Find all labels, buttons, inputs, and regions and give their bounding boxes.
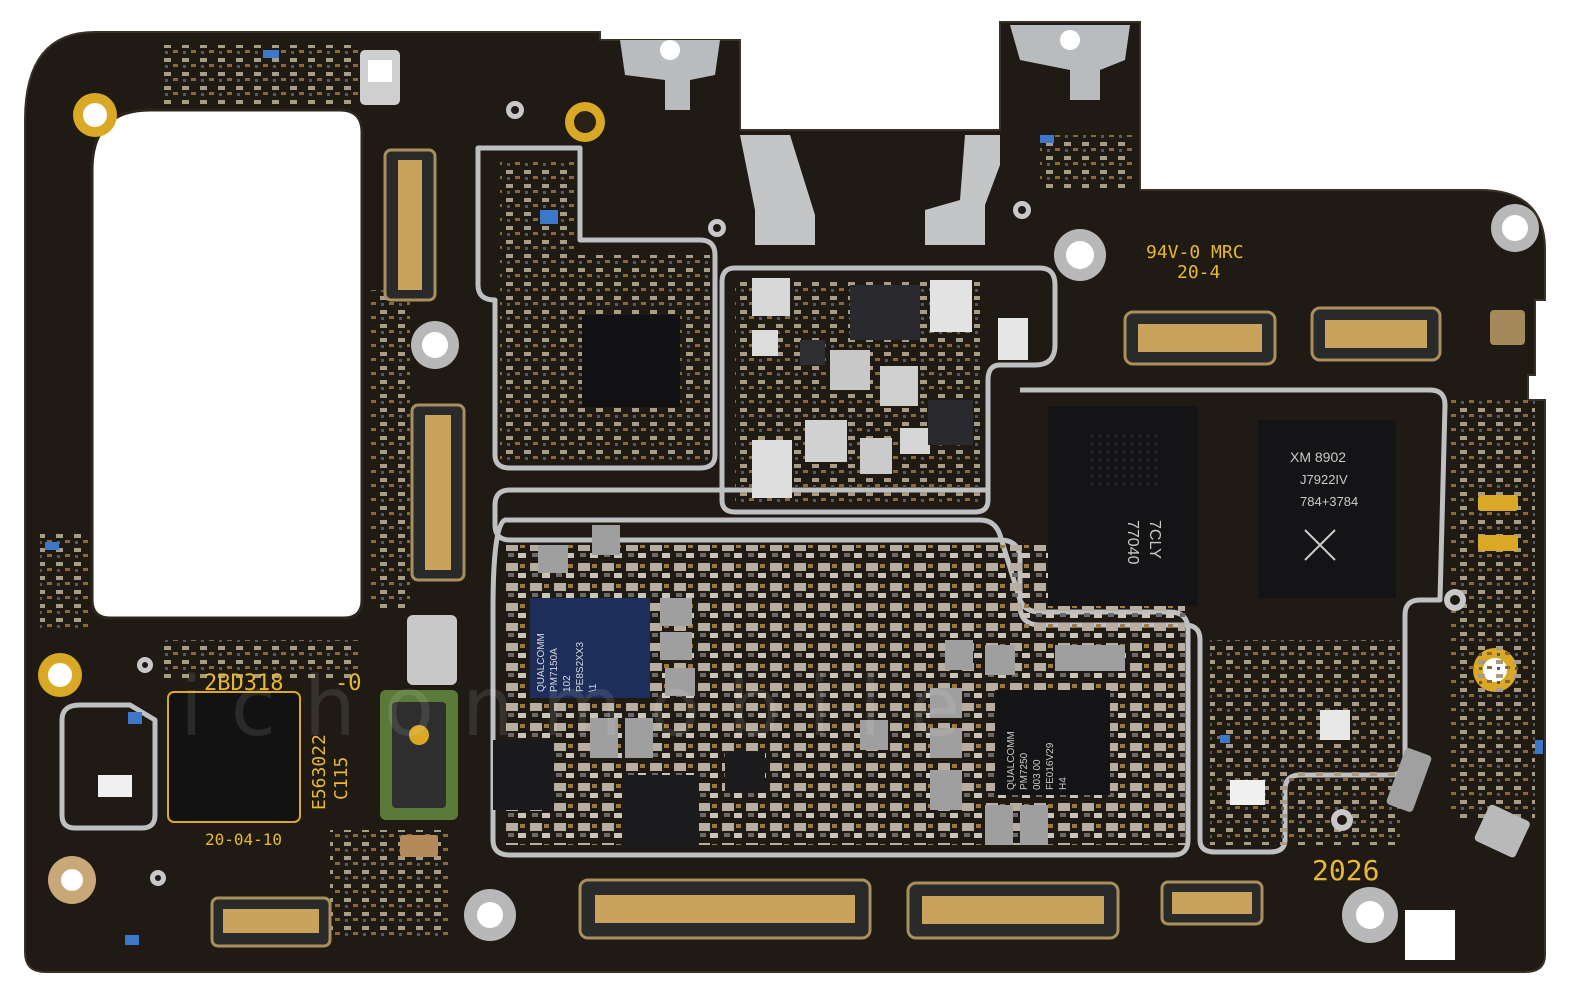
- pmic-a-line1: QUALCOMM: [536, 633, 547, 692]
- pmic-b-line4: FE016V29: [1045, 742, 1056, 790]
- indicator-pad-c: [98, 775, 132, 797]
- silk-rating: 94V-0 MRC: [1146, 242, 1244, 263]
- silk-board-id: 2BD318: [204, 671, 283, 696]
- pmic-b-line5: H4: [1058, 777, 1069, 790]
- pmic-a-line3: 102: [562, 675, 573, 692]
- pmic-b-line1: QUALCOMM: [1006, 731, 1017, 790]
- silk-date: 20-04-10: [205, 830, 282, 849]
- blue-components: [45, 50, 1543, 945]
- pmic-a-line5: \1: [588, 683, 599, 692]
- pmic-a-line2: PM7150A: [549, 648, 560, 692]
- pmic-b-line3: 003 00: [1032, 759, 1043, 790]
- rf-modules: [752, 278, 1028, 498]
- silk-code-b: C115: [331, 757, 352, 800]
- memory-chip-label: 7CLY 77040: [1124, 520, 1163, 565]
- rf-chip-label: XM 8902 J7922IV 784+3784: [1290, 449, 1358, 561]
- board-connectors: [210, 148, 1442, 948]
- pmic-a-line4: PE8S2XX3: [575, 642, 586, 692]
- rf-line2: J7922IV: [1300, 472, 1348, 487]
- silk-number: 2026: [1312, 854, 1379, 887]
- silk-code-a: E563022: [309, 734, 330, 810]
- spring-contacts: [400, 310, 1530, 960]
- pmic-b-line2: PM7250: [1019, 752, 1030, 790]
- microphone-module: [380, 615, 458, 820]
- pmic-b-label: QUALCOMM PM7250 003 00 FE016V29 H4: [1006, 731, 1069, 790]
- watermark: ichonmobile: [180, 660, 988, 755]
- indicator-pad-a: [1320, 710, 1350, 740]
- power-inductors: [538, 525, 1125, 845]
- silk-rating-sub: 20-4: [1177, 262, 1220, 283]
- silk-board-rev: -0: [335, 671, 362, 696]
- memory-line2: 77040: [1124, 520, 1141, 565]
- black-ics: [167, 315, 1396, 847]
- memory-line1: 7CLY: [1146, 520, 1163, 559]
- indicator-pad-b: [1230, 780, 1265, 805]
- rf-line3: 784+3784: [1300, 494, 1358, 509]
- coax-connectors: [137, 101, 1466, 886]
- pmic-a-label: QUALCOMM PM7150A 102 PE8S2XX3 \1: [536, 633, 599, 692]
- top-brackets: [620, 25, 1130, 245]
- board-cutout: [90, 108, 364, 620]
- rf-line1: XM 8902: [1290, 449, 1346, 465]
